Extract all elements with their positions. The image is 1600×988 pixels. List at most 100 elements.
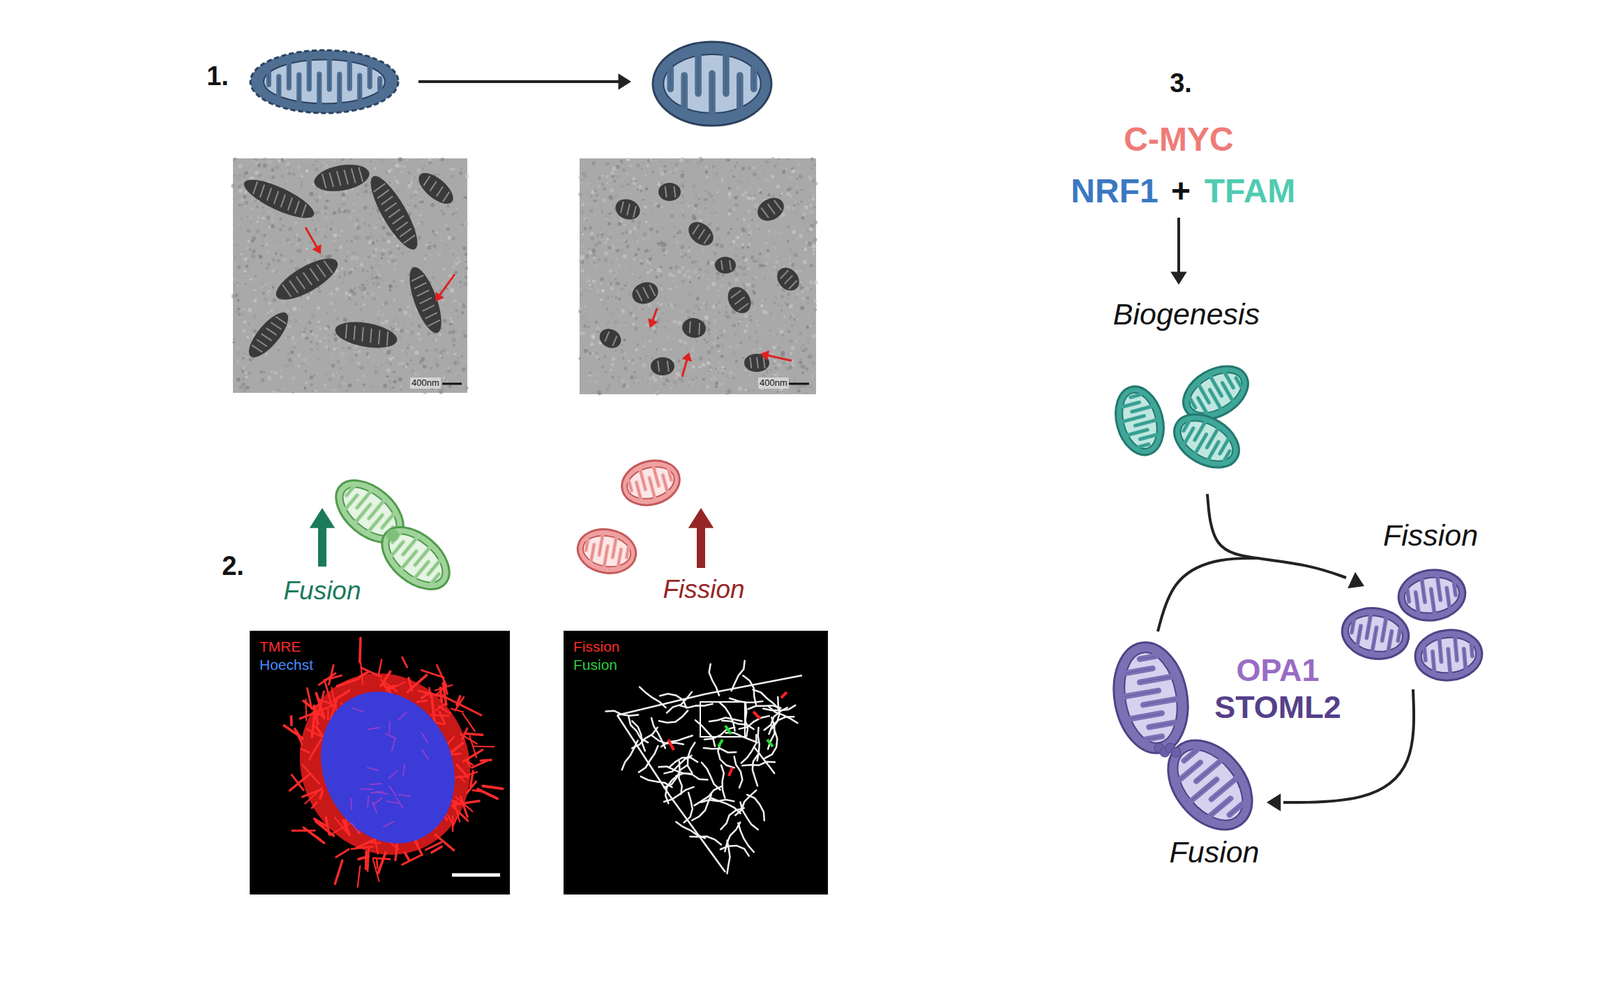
illustration-part xyxy=(777,346,782,351)
illustration-part xyxy=(247,371,252,376)
illustration-part xyxy=(336,295,340,299)
illustration-part xyxy=(405,352,408,355)
illustration-part xyxy=(261,332,273,342)
illustration-part xyxy=(237,223,240,225)
illustration-part xyxy=(419,297,433,304)
illustration-part xyxy=(378,158,383,163)
illustration-part xyxy=(297,237,302,242)
illustration-part xyxy=(362,303,367,307)
illustration-part xyxy=(241,356,245,360)
illustration-part xyxy=(440,387,445,392)
illustration-part xyxy=(455,308,459,312)
illustration-part xyxy=(277,388,281,392)
illustration-part xyxy=(288,325,291,328)
illustration-part xyxy=(378,273,381,277)
illustration-part xyxy=(308,362,310,365)
em-mitochondrion xyxy=(311,160,372,195)
illustration-part xyxy=(315,326,321,331)
illustration-part xyxy=(352,198,356,202)
illustration-part xyxy=(311,331,315,336)
illustration-part xyxy=(327,254,332,259)
illustration-part xyxy=(248,243,252,247)
illustration-part xyxy=(387,209,402,218)
illustration-part xyxy=(750,255,754,259)
illustration-part xyxy=(265,266,270,270)
illustration-part xyxy=(392,267,396,271)
illustration-part xyxy=(262,371,266,374)
illustration-part xyxy=(320,205,323,209)
illustration-part xyxy=(410,195,413,198)
illustration-part xyxy=(327,59,332,90)
illustration-part xyxy=(268,239,272,243)
illustration-part xyxy=(435,205,438,208)
illustration-part xyxy=(462,272,464,275)
illustration-part xyxy=(266,215,270,220)
illustration-part xyxy=(341,208,344,212)
illustration-part xyxy=(388,181,391,184)
illustration-part xyxy=(708,73,716,113)
illustration-part xyxy=(581,232,585,236)
illustration-part xyxy=(366,181,372,186)
illustration-part xyxy=(430,202,435,208)
illustration-part xyxy=(426,244,432,249)
illustration-part xyxy=(768,389,772,393)
illustration-part xyxy=(410,181,413,185)
illustration-part xyxy=(423,164,427,168)
illustration-part xyxy=(599,309,602,312)
illustration-part xyxy=(394,176,396,178)
illustration-part xyxy=(344,291,349,296)
illustration-part xyxy=(417,337,422,342)
arrow-shaft xyxy=(438,274,455,297)
illustration-part xyxy=(340,267,344,271)
illustration-part xyxy=(382,303,385,306)
illustration-part xyxy=(242,328,247,332)
illustration-part xyxy=(361,374,366,379)
illustration-part xyxy=(683,341,688,346)
illustration-part xyxy=(235,292,239,297)
illustration-part xyxy=(417,222,420,225)
illustration-part xyxy=(256,375,259,377)
illustration-part xyxy=(232,198,235,200)
illustration-part xyxy=(777,195,780,198)
illustration-part xyxy=(426,268,429,270)
illustration-part xyxy=(448,384,452,388)
illustration-part xyxy=(389,283,393,288)
illustration-part xyxy=(235,302,239,306)
illustration-part xyxy=(781,391,785,395)
illustration-part xyxy=(355,230,360,235)
illustration-part xyxy=(272,298,277,303)
illustration-part xyxy=(340,230,343,233)
illustration-part xyxy=(392,162,395,165)
illustration-part xyxy=(465,182,468,185)
illustration-part xyxy=(441,298,445,303)
illustration-part xyxy=(239,227,243,231)
illustration-part xyxy=(372,282,375,285)
illustration-part xyxy=(295,249,298,252)
illustration-part xyxy=(580,168,582,170)
illustration-part xyxy=(604,241,607,245)
illustration-part xyxy=(286,170,289,172)
illustration-part xyxy=(334,248,339,252)
illustration-part xyxy=(282,344,286,348)
illustration-part xyxy=(645,355,647,357)
illustration-part xyxy=(403,172,406,175)
illustration-part xyxy=(313,158,315,160)
illustration-part xyxy=(266,327,277,337)
illustration-part xyxy=(292,184,297,189)
illustration-part xyxy=(255,159,259,162)
illustration-part xyxy=(237,305,240,307)
illustration-part xyxy=(666,334,671,339)
illustration-part xyxy=(405,158,409,162)
illustration-part xyxy=(702,220,706,224)
illustration-part xyxy=(435,186,444,196)
illustration-part xyxy=(420,357,425,362)
illustration-part xyxy=(395,179,399,183)
illustration-part xyxy=(323,235,327,238)
illustration-part xyxy=(634,306,637,309)
illustration-part xyxy=(453,200,456,203)
illustration-part xyxy=(445,227,450,231)
illustration-part xyxy=(306,295,310,300)
illustration-part xyxy=(262,206,265,209)
illustration-part xyxy=(426,254,429,257)
illustration-part xyxy=(636,380,639,383)
